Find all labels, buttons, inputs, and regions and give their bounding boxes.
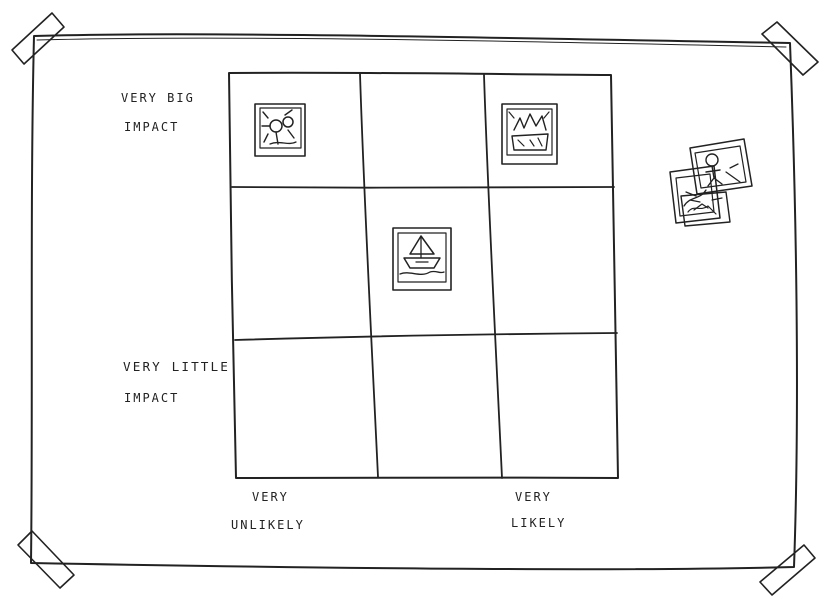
svg-text:UNLIKELY: UNLIKELY <box>231 518 305 532</box>
y-axis-bottom-label: VERY LITTLE IMPACT <box>123 360 230 405</box>
svg-text:LIKELY: LIKELY <box>511 516 566 530</box>
ship-sketch-icon[interactable] <box>393 228 451 290</box>
svg-text:VERY: VERY <box>252 490 289 504</box>
svg-text:IMPACT: IMPACT <box>124 120 179 134</box>
x-axis-left-label: VERY UNLIKELY <box>231 490 305 532</box>
svg-text:VERY LITTLE: VERY LITTLE <box>123 360 230 374</box>
tape-bottom-left <box>18 531 74 588</box>
matrix-grid <box>229 73 618 478</box>
tape-bottom-right <box>760 545 815 595</box>
bug-sketch-icon[interactable] <box>255 104 305 156</box>
tape-top-left <box>12 13 64 64</box>
svg-text:IMPACT: IMPACT <box>124 391 179 405</box>
y-axis-top-label: VERY BIG IMPACT <box>121 91 195 134</box>
matrix-cell <box>231 75 358 186</box>
fire-sketch-icon[interactable] <box>502 104 557 164</box>
svg-text:VERY BIG: VERY BIG <box>121 91 195 105</box>
paper-sheet <box>31 34 797 569</box>
x-axis-right-label: VERY LIKELY <box>511 490 566 530</box>
person-sketch-icon[interactable] <box>690 139 752 194</box>
svg-text:VERY: VERY <box>515 490 552 504</box>
